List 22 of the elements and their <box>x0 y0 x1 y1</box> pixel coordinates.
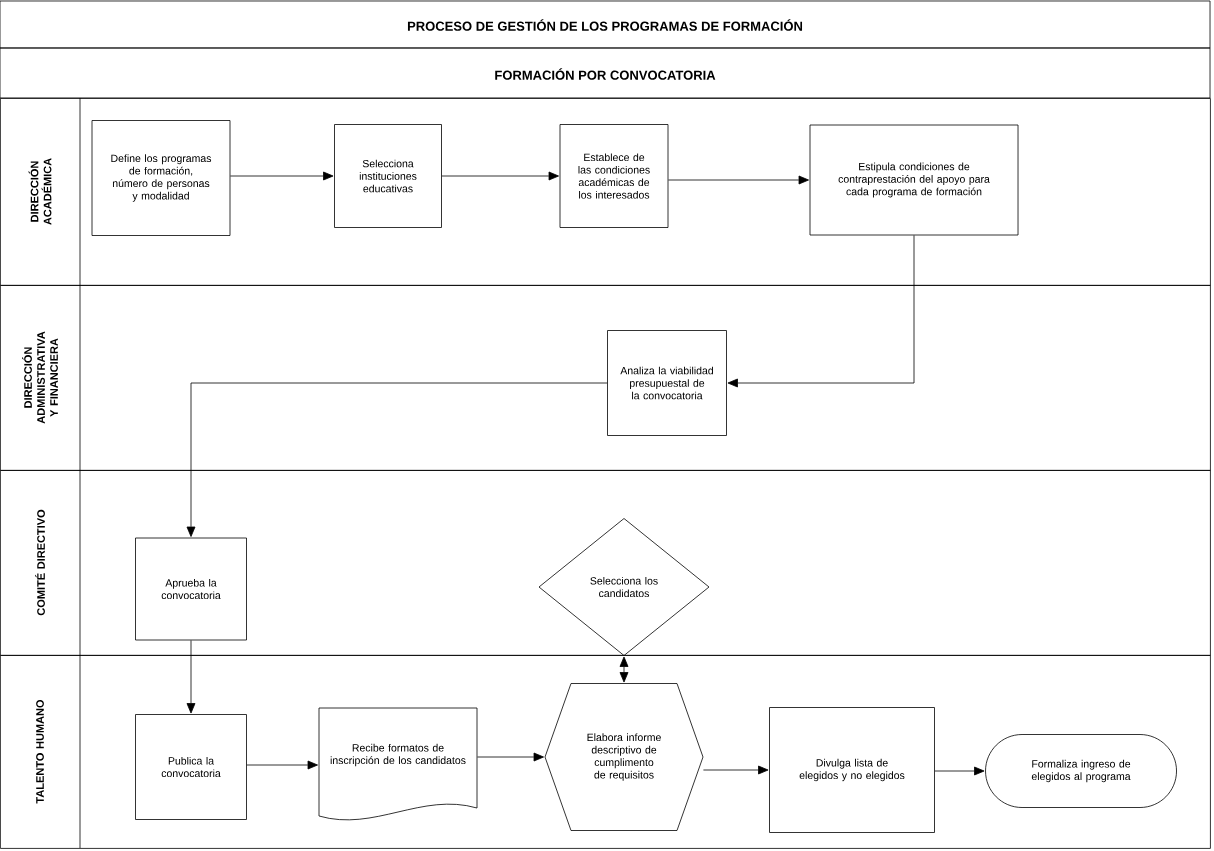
arrow <box>186 640 196 714</box>
arrow <box>186 382 608 537</box>
arrow <box>934 766 985 776</box>
arrow <box>230 171 334 181</box>
process-box: Define los programas de formación, número de personas y modalidad <box>91 120 231 236</box>
arrow <box>441 171 559 181</box>
process-box: Establece de las condiciones académicas de los interesados <box>559 124 669 228</box>
subtitle-band: FORMACIÓN POR CONVOCATORIA <box>0 47 1211 99</box>
process-box: Aprueba la convocatoria <box>135 537 247 641</box>
title-band: PROCESO DE GESTIÓN DE LOS PROGRAMAS DE FORMACIÓN <box>0 0 1211 49</box>
process-box: Estipula condiciones de contraprestación del apoyo para cada programa de formación <box>809 124 1019 236</box>
preparation-hexagon: Elabora informe descriptivo de cumplimento de requisitos <box>544 683 704 831</box>
arrow <box>477 752 544 762</box>
arrow <box>246 760 318 770</box>
arrow <box>727 235 915 388</box>
arrow <box>668 175 809 185</box>
process-box: Divulga lista de elegidos y no elegidos <box>769 707 935 833</box>
arrow <box>619 656 629 683</box>
process-box: Publica la convocatoria <box>135 714 247 820</box>
arrow <box>703 765 769 775</box>
process-box: Analiza la viabilidad presupuestal de la convocatoria <box>607 330 727 436</box>
process-box: Selecciona instituciones educativas <box>334 124 442 228</box>
